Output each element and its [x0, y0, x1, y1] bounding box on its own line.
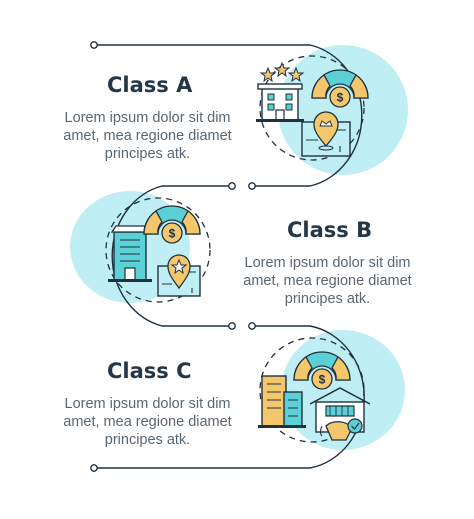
buildings-icon: [258, 375, 306, 428]
location-map-icon: [157, 254, 201, 297]
description-line: principes atk.: [104, 432, 191, 448]
section-title-class-c: Class C: [107, 359, 192, 383]
description-line: Lorem ipsum dolor sit dim: [64, 396, 231, 412]
price-gauge-icon: $: [293, 351, 351, 390]
section-description-class-b: Lorem ipsum dolor sit dim amet, mea regi…: [230, 254, 425, 308]
svg-text:$: $: [319, 373, 326, 387]
description-line: amet, mea regione diamet: [243, 273, 412, 289]
price-gauge-icon: $: [143, 205, 201, 244]
hotel-stars-icon: [256, 61, 305, 122]
description-line: principes atk.: [104, 146, 191, 162]
dashed-frame-b: [105, 197, 211, 303]
description-line: amet, mea regione diamet: [63, 128, 232, 144]
location-map-icon: [301, 111, 351, 157]
section-description-class-c: Lorem ipsum dolor sit dim amet, mea regi…: [50, 395, 245, 449]
svg-text:$: $: [337, 91, 344, 105]
dashed-frame-c: [259, 337, 365, 443]
description-line: principes atk.: [284, 291, 371, 307]
section-description-class-a: Lorem ipsum dolor sit dim amet, mea regi…: [50, 109, 245, 163]
dashed-frame-a: [259, 55, 365, 161]
description-line: Lorem ipsum dolor sit dim: [244, 255, 411, 271]
timeline-dot: [90, 41, 98, 49]
description-line: Lorem ipsum dolor sit dim: [64, 110, 231, 126]
timeline-dot: [228, 322, 236, 330]
timeline-dot: [90, 464, 98, 472]
timeline-dot: [228, 182, 236, 190]
description-line: amet, mea regione diamet: [63, 414, 232, 430]
section-title-class-b: Class B: [287, 218, 373, 242]
office-building-icon: [108, 225, 152, 282]
timeline-dot: [248, 322, 256, 330]
house-handshake-icon: [309, 387, 371, 441]
svg-text:$: $: [169, 227, 176, 241]
section-title-class-a: Class A: [107, 73, 193, 97]
timeline-dot: [248, 182, 256, 190]
price-gauge-icon: $: [311, 69, 369, 108]
timeline-path: [94, 44, 365, 469]
